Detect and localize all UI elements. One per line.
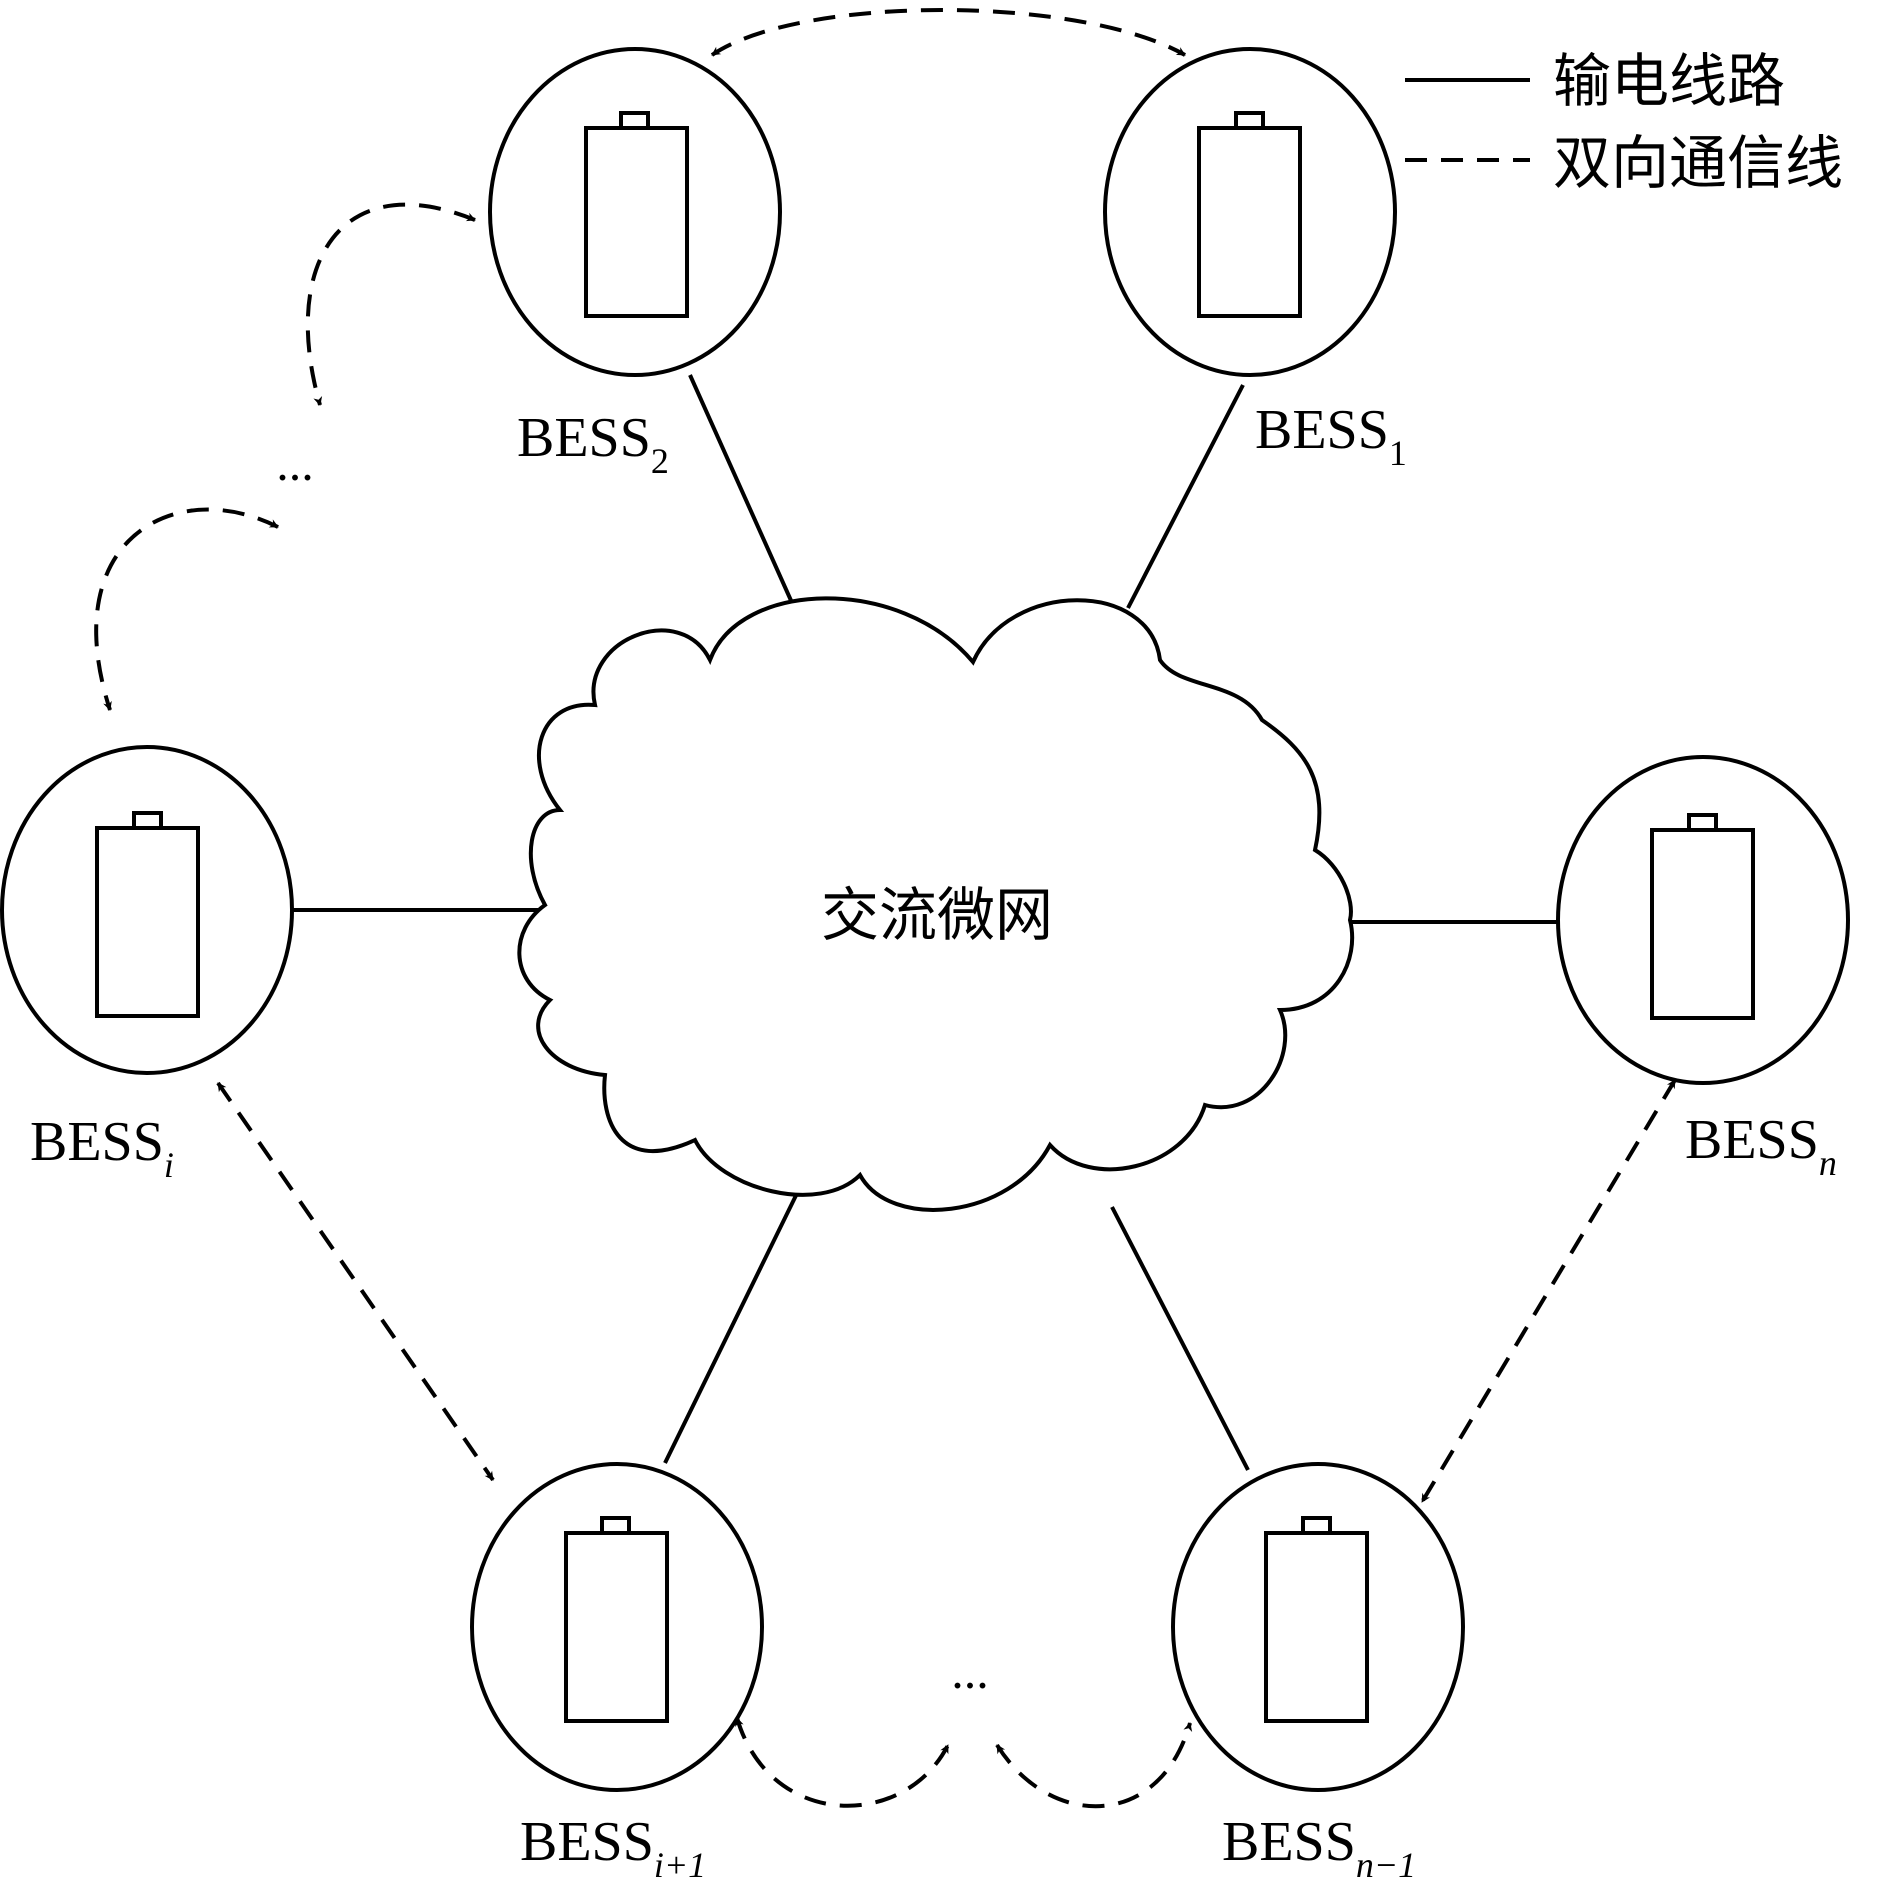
bess-label-base: BESS: [520, 1811, 654, 1873]
bess-label-sub: n: [1819, 1143, 1837, 1183]
bess-label: BESSn: [1685, 1109, 1837, 1183]
bess-label: BESSi: [30, 1111, 174, 1185]
battery-icon: [1650, 828, 1755, 1020]
bess-node-i-plus-1: BESSi+1: [470, 1462, 764, 1885]
ellipsis-bottom: ...: [951, 1643, 989, 1699]
bess-label-sub: i: [164, 1145, 174, 1185]
power-lines: [292, 374, 1558, 1471]
power-line-bess-1: [1126, 384, 1245, 609]
battery-icon: [584, 126, 689, 318]
battery-terminal: [619, 111, 650, 130]
comm-line-left-ellipsis-bess-i: [94, 507, 279, 711]
legend-power-line-label: 输电线路: [1553, 47, 1785, 115]
bess-node-i: BESSi: [0, 745, 294, 1185]
comm-line-bess2-left-ellipsis: [305, 202, 476, 406]
battery-icon: [1197, 126, 1302, 318]
battery-icon: [564, 1531, 669, 1723]
bess-node-1: BESS1: [1103, 47, 1407, 473]
bess-label-base: BESS: [1685, 1109, 1819, 1171]
power-line-bess-2: [688, 374, 795, 606]
bess-node-2: BESS2: [488, 47, 782, 481]
bess-label-base: BESS: [517, 407, 651, 469]
bess-label-base: BESS: [1255, 399, 1389, 461]
battery-terminal: [1234, 111, 1265, 130]
battery-terminal: [1301, 1516, 1332, 1535]
cloud-label: 交流微网: [821, 881, 1053, 949]
legend: 输电线路 双向通信线: [1405, 47, 1843, 197]
comm-lines: [94, 8, 1677, 1809]
bess-label: BESS2: [517, 407, 669, 481]
comm-line-bottom-ellipsis-bess-n1: [995, 1722, 1193, 1809]
bess-label-base: BESS: [1222, 1811, 1356, 1873]
bess-node-n-minus-1: BESSn−1: [1171, 1462, 1465, 1885]
battery-terminal: [132, 811, 163, 830]
bess-label-base: BESS: [30, 1111, 164, 1173]
ac-microgrid-cloud: 交流微网: [517, 596, 1355, 1212]
battery-icon: [1264, 1531, 1369, 1723]
power-line-bess-n1: [1110, 1206, 1250, 1471]
ellipsis-left: ...: [276, 435, 314, 491]
power-line-bess-i1: [663, 1174, 808, 1464]
comm-line-bess2-bess1: [710, 8, 1186, 57]
cloud-shape: [517, 596, 1355, 1212]
battery-icon: [95, 826, 200, 1018]
battery-terminal: [600, 1516, 631, 1535]
comm-line-bess-n-bess-n1: [1420, 1078, 1677, 1504]
bess-label: BESS1: [1255, 399, 1407, 473]
comm-line-bess-i1-bottom-ellipsis: [734, 1717, 950, 1808]
bess-label-sub: i+1: [654, 1845, 706, 1885]
bess-node-n: BESSn: [1556, 755, 1850, 1183]
bess-label-sub: 2: [651, 441, 669, 481]
bess-label: BESSn−1: [1222, 1811, 1416, 1885]
bess-label-sub: n−1: [1356, 1845, 1416, 1885]
legend-comm-line-label: 双向通信线: [1553, 129, 1843, 197]
bess-label: BESSi+1: [520, 1811, 706, 1885]
bess-label-sub: 1: [1389, 433, 1407, 473]
battery-terminal: [1687, 813, 1718, 832]
comm-line-bess-i-bess-i1: [216, 1081, 495, 1482]
